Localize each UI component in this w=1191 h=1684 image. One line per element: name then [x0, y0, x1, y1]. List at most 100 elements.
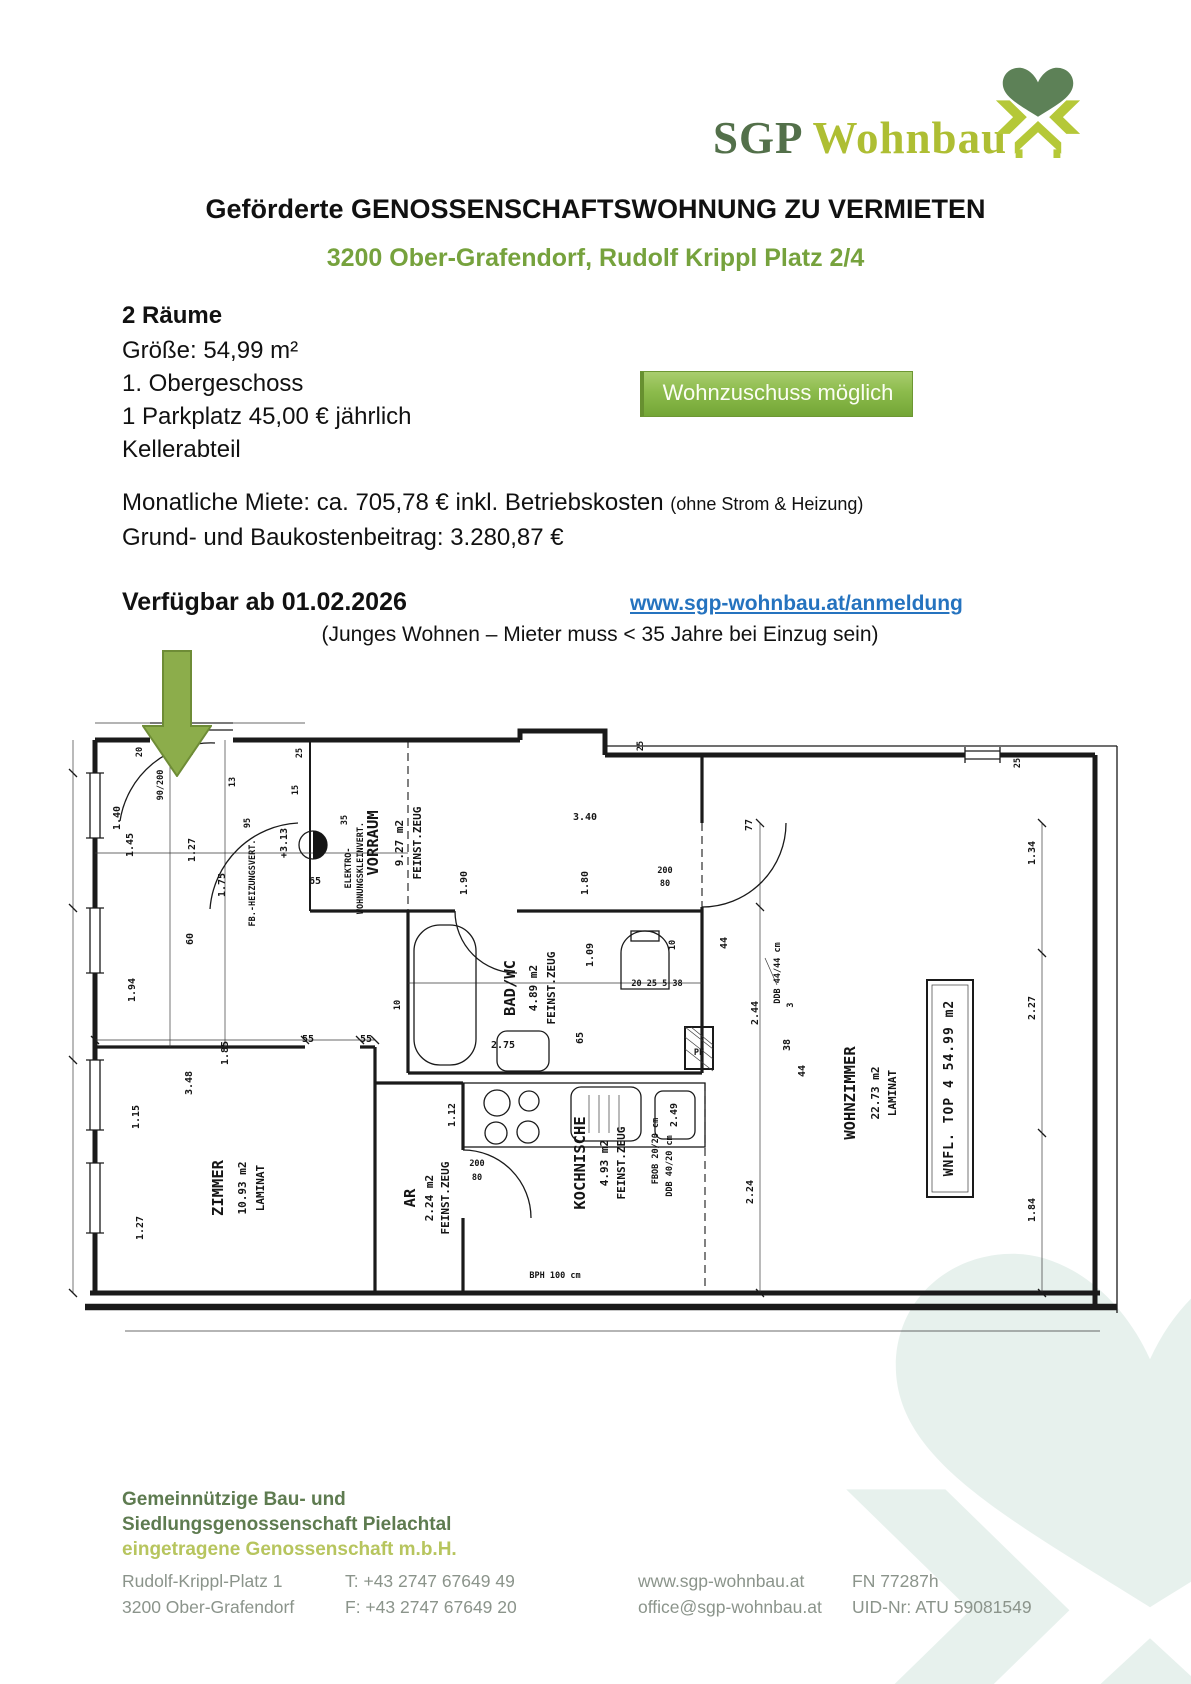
- rent-main: Monatliche Miete: ca. 705,78 € inkl. Bet…: [122, 489, 671, 516]
- room-kochnische: KOCHNISCHE: [571, 1116, 589, 1209]
- dim: 1.84: [1027, 1198, 1038, 1222]
- dim: 1.27: [135, 1216, 146, 1240]
- stove-burner-icon: [516, 1120, 540, 1144]
- dim: 1.85: [220, 1041, 231, 1065]
- detail-size: Größe: 54,99 m²: [122, 337, 299, 364]
- logo-heart-clover-icon: [995, 67, 1081, 158]
- bathtub-icon: [413, 924, 477, 1066]
- label-heizung: FB.-HEIZUNGSVERT.: [248, 840, 258, 927]
- dim: 65: [309, 876, 321, 887]
- footer-web-block: www.sgp-wohnbau.at office@sgp-wohnbau.at: [638, 1568, 822, 1620]
- kitchen-counter: [462, 1082, 706, 1148]
- room-kochnische-floor: FEINST.ZEUG: [615, 1126, 628, 1199]
- room-vorraum: VORRAUM: [364, 810, 382, 875]
- dim: 1.40: [112, 806, 123, 830]
- dim: 80: [472, 1173, 482, 1183]
- logo-text-sgp: SGP: [713, 113, 813, 163]
- footer-phone: T: +43 2747 67649 49: [345, 1571, 515, 1591]
- chevron-left-icon: [1049, 100, 1081, 134]
- room-ar: AR: [401, 1188, 419, 1207]
- footer-address: Rudolf-Krippl-Platz 1 3200 Ober-Grafendo…: [122, 1568, 294, 1620]
- footer-fax: F: +43 2747 67649 20: [345, 1597, 517, 1617]
- dim: 95: [243, 818, 253, 828]
- dim: 10: [393, 1000, 403, 1010]
- dim: 20 25 5 38: [631, 979, 682, 989]
- house-leg-right: [1053, 149, 1061, 158]
- washbasin-icon: [496, 1030, 550, 1072]
- footer-organisation: Gemeinnützige Bau- und Siedlungsgenossen…: [122, 1487, 457, 1562]
- dim: 25: [1013, 758, 1023, 768]
- footer-street: Rudolf-Krippl-Platz 1: [122, 1571, 283, 1591]
- dim: 44: [719, 937, 730, 949]
- rent-line: Monatliche Miete: ca. 705,78 € inkl. Bet…: [122, 489, 863, 517]
- door-arcs: [119, 742, 787, 1219]
- dim: 2.27: [1027, 996, 1038, 1020]
- dim: 80: [660, 879, 670, 889]
- label-pf: PF: [694, 1048, 704, 1058]
- room-zimmer-floor: LAMINAT: [254, 1164, 267, 1211]
- stove-burner-icon: [484, 1121, 508, 1145]
- room-zimmer-area: 10.93 m2: [236, 1162, 249, 1215]
- dim: 13: [228, 777, 238, 787]
- dim: 1.90: [459, 871, 470, 895]
- address-subtitle: 3200 Ober-Grafendorf, Rudolf Krippl Plat…: [326, 244, 865, 272]
- outer-walls: [85, 722, 1118, 1332]
- dim: 25: [636, 741, 646, 751]
- dim: 1.09: [585, 943, 596, 967]
- dim: 1.12: [447, 1103, 458, 1127]
- heart-icon: [1002, 67, 1074, 117]
- dim: 1.80: [580, 871, 591, 895]
- room-vorraum-area: 9.27 m2: [393, 820, 406, 866]
- footer-registry-block: FN 77287h UID-Nr: ATU 59081549: [852, 1568, 1032, 1620]
- deposit-line: Grund- und Baukostenbeitrag: 3.280,87 €: [122, 524, 564, 551]
- dim: 1.27: [187, 838, 198, 862]
- tech-labels: FB.-HEIZUNGSVERT. ELEKTRO- WOHNUNGSKLEIN…: [248, 822, 783, 1281]
- footer-phone-block: T: +43 2747 67649 49 F: +43 2747 67649 2…: [345, 1568, 517, 1620]
- stove-burner-icon: [518, 1090, 540, 1112]
- dim: 3.40: [573, 812, 597, 823]
- detail-cellar: Kellerabteil: [122, 436, 241, 463]
- dim: 65: [575, 1032, 586, 1044]
- dim: 1.94: [127, 978, 138, 1002]
- room-bad-floor: FEINST.ZEUG: [545, 951, 558, 1024]
- page-title: Geförderte GENOSSENSCHAFTSWOHNUNG ZU VER…: [205, 194, 986, 224]
- young-living-note: (Junges Wohnen – Mieter muss < 35 Jahre …: [321, 623, 879, 646]
- availability-date: Verfügbar ab 01.02.2026: [122, 588, 407, 616]
- org-line-1: Gemeinnützige Bau- und: [122, 1489, 346, 1510]
- label-fbob: FBOB 20/20 cm: [651, 1118, 661, 1185]
- org-line-3: eingetragene Genossenschaft m.b.H.: [122, 1539, 457, 1560]
- dim: 1.75: [217, 873, 228, 897]
- unit-label-box: WNFL. TOP 4 54.99 m2: [926, 979, 974, 1198]
- label-ddb: DDB 40/20 cm: [665, 1135, 675, 1196]
- dim: 200: [657, 866, 672, 876]
- dim: 3: [786, 1002, 796, 1007]
- dim: 3.48: [184, 1071, 195, 1095]
- room-ar-area: 2.24 m2: [423, 1175, 436, 1221]
- dim: 15: [291, 785, 301, 795]
- dimension-labels: 1.94 1.15 1.27 3.48 1.85 55 55 1.45 1.40…: [112, 741, 1038, 1240]
- dim: 1.34: [1027, 841, 1038, 865]
- room-labels: VORRAUM 9.27 m2 FEINST.ZEUG BAD/WC 4.89 …: [209, 806, 899, 1234]
- footer-email: office@sgp-wohnbau.at: [638, 1597, 822, 1617]
- logo-wordmark: SGP Wohnbau: [713, 112, 1007, 164]
- house-leg-left: [1015, 149, 1023, 158]
- label-elektro-2: WOHNUNGSKLEINVERT.: [356, 822, 366, 914]
- footer-city: 3200 Ober-Grafendorf: [122, 1597, 295, 1617]
- dim: 35: [340, 815, 350, 825]
- logo-text-wohnbau: Wohnbau: [812, 113, 1008, 163]
- entrance-arrow-icon: [142, 650, 212, 777]
- room-bad-area: 4.89 m2: [527, 965, 540, 1011]
- dim: 20: [135, 747, 145, 757]
- dim: 90/200: [156, 770, 166, 801]
- dimension-lines: [68, 722, 1047, 1298]
- house-roof-icon: [1014, 121, 1062, 154]
- dim: 2.44: [750, 1001, 761, 1025]
- room-kochnische-area: 4.93 m2: [598, 1140, 611, 1186]
- house-clover-watermark: [846, 1253, 1191, 1684]
- signup-link[interactable]: www.sgp-wohnbau.at/anmeldung: [630, 592, 963, 615]
- dim: 44: [797, 1065, 808, 1077]
- label-bph: BPH 100 cm: [529, 1271, 580, 1281]
- dim: 55: [360, 1034, 372, 1045]
- rent-note: (ohne Strom & Heizung): [670, 494, 864, 514]
